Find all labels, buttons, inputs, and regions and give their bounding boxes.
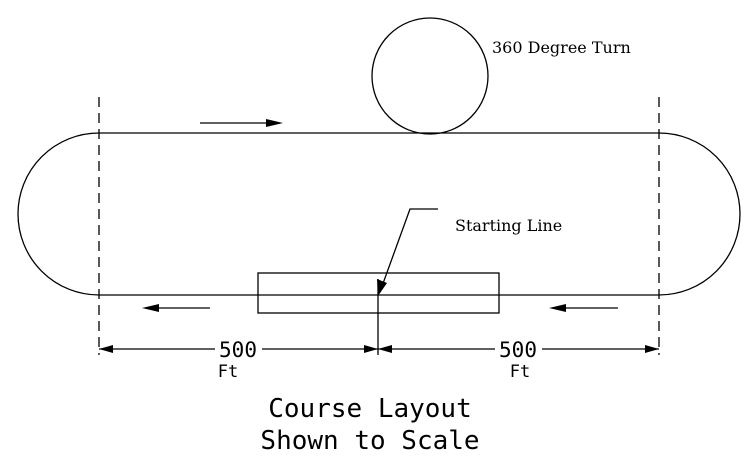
starting-line-pointer-head [377,279,387,296]
turn-label: 360 Degree Turn [492,38,631,57]
direction-arrow-bottom-left-head [142,304,159,312]
starting-line-pointer [380,208,438,290]
track-right-curve [658,132,741,296]
starting-line-label: Starting Line [455,216,562,235]
dim-arrowhead-right-inner [378,345,392,353]
track-left-curve [17,132,100,296]
dimension-right-unit: Ft [510,362,530,382]
dim-arrowhead-right-outer [645,345,659,353]
dimension-left-unit: Ft [218,362,238,382]
turn-circle [371,17,489,135]
dim-arrowhead-left-inner [364,345,378,353]
direction-arrow-top-head [266,119,283,127]
caption-line-1: Course Layout [268,394,472,424]
dim-arrowhead-left-outer [99,345,113,353]
dimension-right-value: 500 [499,338,537,362]
direction-arrow-bottom-right-head [549,304,566,312]
dimension-left-value: 500 [219,338,257,362]
caption-line-2: Shown to Scale [260,426,479,456]
